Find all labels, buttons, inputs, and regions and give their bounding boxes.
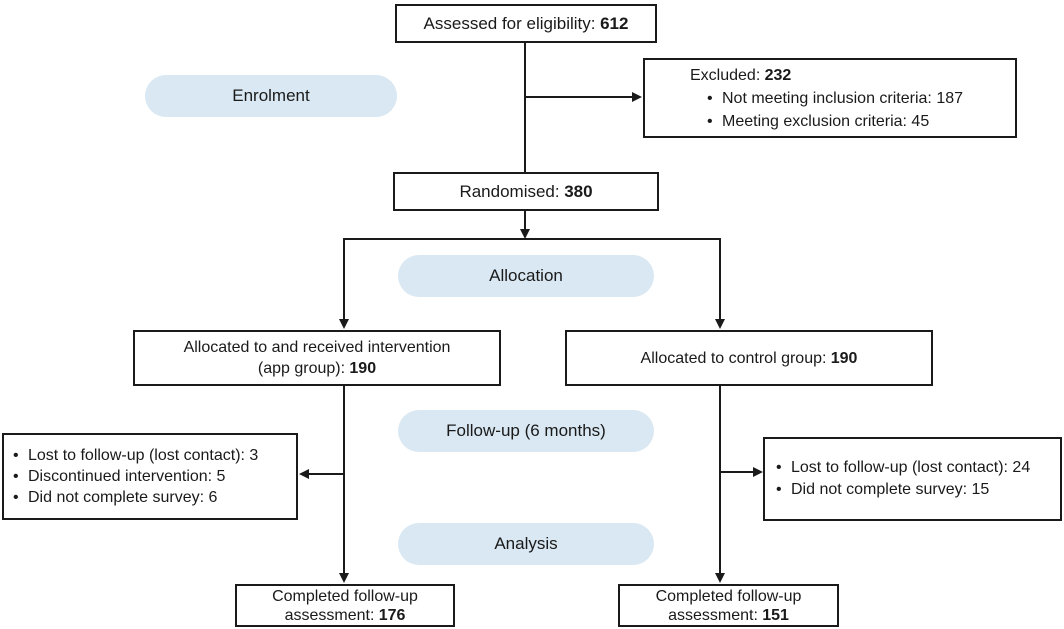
stage-label-analysis: Analysis — [494, 534, 558, 553]
arrowhead-lost-intervention-icon — [299, 469, 309, 479]
connector-split-bar — [343, 238, 721, 240]
lost-control-list: • Lost to follow-up (lost contact): 24 • Di… — [776, 457, 1060, 501]
stage-label-allocation: Allocation — [489, 266, 563, 285]
box-label-line2: assessment:176 — [285, 606, 406, 625]
box-label: assessment: — [284, 606, 375, 624]
connector-intervention-to-completed — [343, 386, 345, 574]
box-text: Allocated to control group:190 — [641, 348, 858, 369]
bullet-item: • Did not complete survey: 6 — [13, 487, 296, 508]
lost-intervention-list: • Lost to follow-up (lost contact): 3 • Dis… — [13, 445, 296, 508]
box-value: 176 — [378, 606, 406, 624]
connector-to-lost-control — [721, 471, 754, 473]
stage-pill-enrolment: Enrolment — [145, 75, 397, 117]
box-label: Excluded: — [690, 66, 761, 84]
box-label-line1: Allocated to and received intervention — [183, 339, 451, 356]
connector-to-excluded — [525, 96, 632, 98]
box-label: Allocated to control group: — [640, 349, 827, 367]
box-completed-intervention: Completed follow-up assessment:176 — [235, 584, 455, 627]
box-value: 380 — [564, 182, 593, 201]
stage-pill-analysis: Analysis — [398, 523, 654, 565]
bullet-item: • Lost to follow-up (lost contact): 24 — [776, 457, 1060, 479]
box-text: Randomised:380 — [459, 181, 592, 202]
bullet-icon: • — [13, 447, 19, 464]
bullet-icon: • — [707, 112, 713, 130]
bullet-icon: • — [776, 459, 782, 476]
box-label-line2: assessment:151 — [668, 606, 789, 625]
connector-to-intervention — [343, 238, 345, 320]
bullet-icon: • — [13, 468, 19, 485]
box-assessed-for-eligibility: Assessed for eligibility:612 — [395, 4, 657, 43]
arrowhead-intervention-icon — [339, 319, 349, 329]
box-allocated-control: Allocated to control group:190 — [565, 330, 933, 386]
box-value: 232 — [764, 66, 792, 84]
bullet-text: Lost to follow-up (lost contact): 3 — [28, 447, 259, 464]
box-label-line2: (app group):190 — [258, 358, 376, 379]
box-label: Assessed for eligibility: — [423, 14, 596, 33]
bullet-item: • Did not complete survey: 15 — [776, 479, 1060, 501]
connector-to-control — [719, 238, 721, 320]
bullet-text: Lost to follow-up (lost contact): 24 — [791, 459, 1031, 476]
box-completed-control: Completed follow-up assessment:151 — [618, 584, 839, 627]
bullet-item: • Not meeting inclusion criteria: 187 — [707, 87, 1015, 110]
stage-pill-followup: Follow-up (6 months) — [398, 410, 654, 452]
arrowhead-control-icon — [715, 319, 725, 329]
arrowhead-completed-control-icon — [715, 573, 725, 583]
box-value: 612 — [600, 14, 629, 33]
box-label-line1: Completed follow-up — [655, 587, 802, 605]
arrowhead-completed-intervention-icon — [339, 573, 349, 583]
box-allocated-intervention: Allocated to and received intervention (… — [133, 330, 501, 386]
bullet-item: • Meeting exclusion criteria: 45 — [707, 110, 1015, 133]
stage-label-enrolment: Enrolment — [232, 86, 310, 105]
arrowhead-lost-control-icon — [753, 467, 763, 477]
bullet-text: Did not complete survey: 6 — [28, 489, 218, 506]
box-lost-control: • Lost to follow-up (lost contact): 24 • Di… — [763, 437, 1062, 521]
bullet-item: • Discontinued intervention: 5 — [13, 466, 296, 487]
box-value: 190 — [830, 349, 858, 367]
box-value: 151 — [762, 606, 789, 624]
box-text: Excluded:232 — [690, 64, 1015, 87]
box-value: 190 — [349, 360, 377, 377]
connector-control-to-completed — [719, 386, 721, 574]
bullet-icon: • — [13, 489, 19, 506]
bullet-icon: • — [776, 481, 782, 498]
excluded-reasons-list: • Not meeting inclusion criteria: 187 • Mee… — [707, 87, 1015, 133]
box-lost-intervention: • Lost to follow-up (lost contact): 3 • Dis… — [2, 433, 298, 520]
stage-pill-allocation: Allocation — [398, 255, 654, 297]
box-randomised: Randomised:380 — [393, 172, 659, 211]
box-excluded: Excluded:232 • Not meeting inclusion crit… — [643, 58, 1017, 138]
box-label: Randomised: — [459, 182, 560, 201]
stage-label-followup: Follow-up (6 months) — [446, 421, 606, 440]
connector-to-lost-intervention — [308, 473, 345, 475]
connector-randomised-to-split — [524, 211, 526, 230]
box-text: Assessed for eligibility:612 — [424, 13, 629, 34]
box-label: (app group): — [257, 360, 346, 377]
arrowhead-split-icon — [520, 229, 530, 239]
connector-assessed-to-randomised — [524, 43, 526, 172]
bullet-item: • Lost to follow-up (lost contact): 3 — [13, 445, 296, 466]
bullet-icon: • — [707, 89, 713, 107]
bullet-text: Meeting exclusion criteria: 45 — [722, 112, 930, 130]
box-label: assessment: — [668, 606, 758, 624]
bullet-text: Discontinued intervention: 5 — [28, 468, 226, 485]
bullet-text: Did not complete survey: 15 — [791, 481, 990, 498]
arrowhead-to-excluded-icon — [632, 92, 642, 102]
bullet-text: Not meeting inclusion criteria: 187 — [722, 89, 964, 107]
box-label-line1: Completed follow-up — [272, 587, 418, 605]
